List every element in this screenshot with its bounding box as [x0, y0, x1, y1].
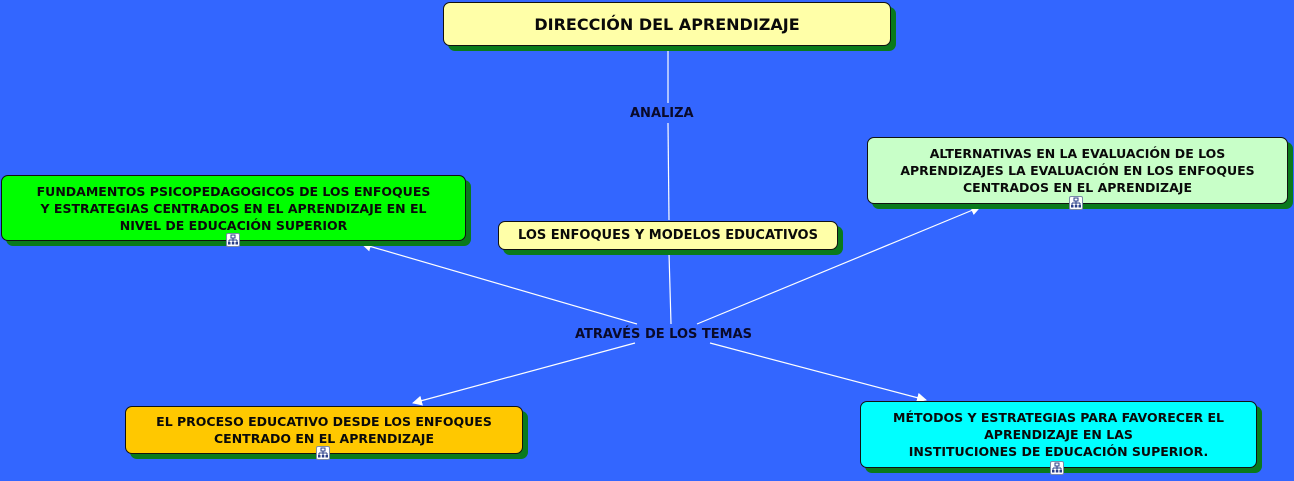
submap-icon[interactable] [226, 233, 240, 247]
topic-node-alternativas[interactable]: ALTERNATIVAS EN LA EVALUACIÓN DE LOS APR… [867, 137, 1288, 204]
submap-icon[interactable] [316, 446, 330, 460]
topic-label-alternativas: ALTERNATIVAS EN LA EVALUACIÓN DE LOS APR… [900, 146, 1255, 195]
submap-icon[interactable] [1069, 196, 1083, 210]
arrow-to-fundamentos [361, 241, 638, 325]
central-concept-node[interactable]: LOS ENFOQUES Y MODELOS EDUCATIVOS [498, 221, 838, 250]
topic-node-fundamentos[interactable]: FUNDAMENTOS PSICOPEDAGOGICOS DE LOS ENFO… [1, 175, 466, 241]
submap-icon[interactable] [1050, 461, 1064, 475]
topic-label-fundamentos: FUNDAMENTOS PSICOPEDAGOGICOS DE LOS ENFO… [36, 183, 431, 233]
central-concept-label: LOS ENFOQUES Y MODELOS EDUCATIVOS [518, 228, 818, 243]
topic-label-metodos: MÉTODOS Y ESTRATEGIAS PARA FAVORECER EL … [893, 410, 1224, 459]
topic-label-proceso: EL PROCESO EDUCATIVO DESDE LOS ENFOQUES … [156, 414, 492, 446]
root-concept-label: DIRECCIÓN DEL APRENDIZAJE [534, 14, 800, 34]
link-central-temas [668, 252, 672, 325]
link-analiza-central [667, 122, 670, 221]
arrow-to-metodos [709, 342, 927, 403]
topic-node-metodos[interactable]: MÉTODOS Y ESTRATEGIAS PARA FAVORECER EL … [860, 401, 1257, 468]
link-label-temas: ATRAVÉS DE LOS TEMAS [575, 327, 753, 342]
root-concept-node[interactable]: DIRECCIÓN DEL APRENDIZAJE [443, 2, 891, 46]
arrow-to-proceso [412, 342, 636, 406]
link-label-analiza: ANALIZA [630, 106, 694, 121]
